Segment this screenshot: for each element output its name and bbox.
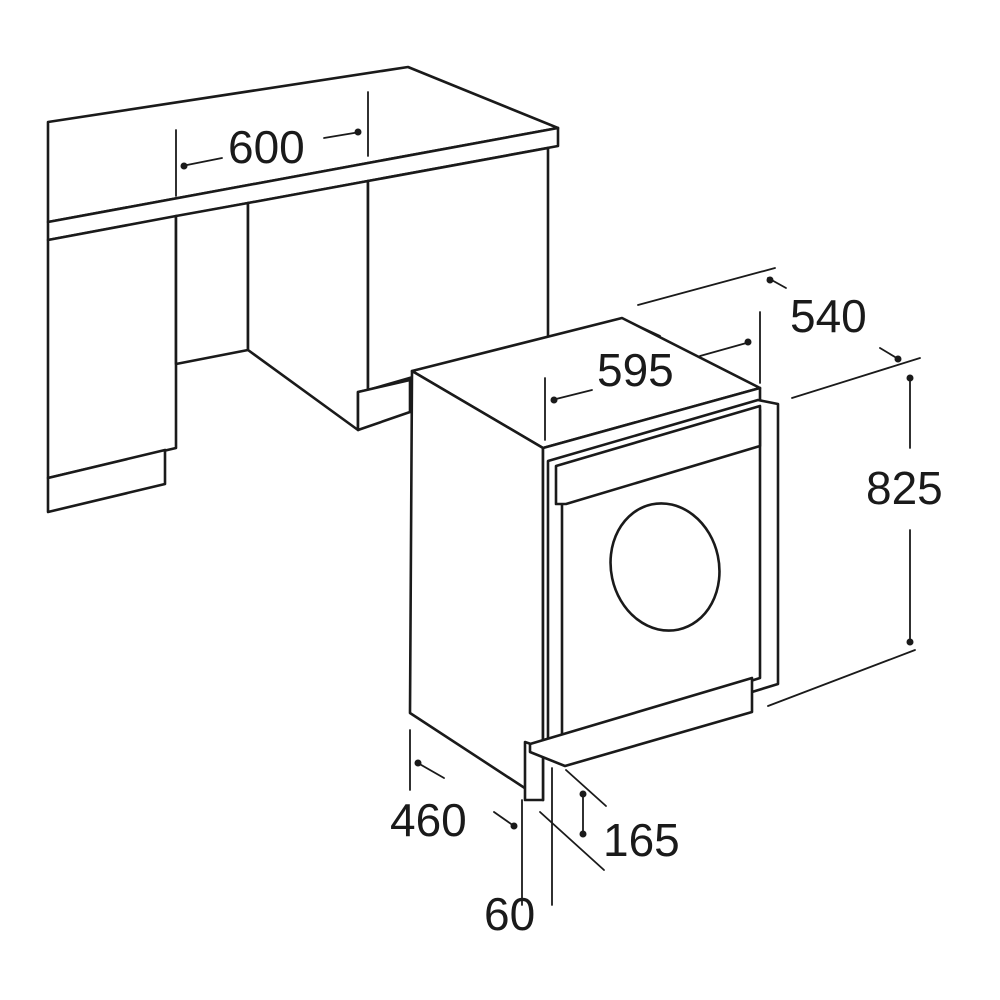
dim-165-ext-top [565,769,607,807]
label-60: 60 [484,888,535,940]
label-165: 165 [603,814,680,866]
dim-540-dot-bottom [894,355,902,363]
dim-460-line-right [493,811,515,827]
dim-165-dot-top [579,790,587,798]
dim-595-dot-left [550,396,558,404]
dim-460-dot-right [510,822,518,830]
label-600: 600 [228,121,305,173]
right-cabinet-plinth [356,378,412,432]
dim-825-dot-bottom [906,638,914,646]
label-595: 595 [597,344,674,396]
label-540: 540 [790,290,867,342]
dim-460-dot-left [414,759,422,767]
dim-595-line-right [699,341,751,357]
dim-595-line-left [551,389,593,401]
right-cabinet-side [246,179,370,432]
dim-540-dot-top [766,276,774,284]
dimension-lines [175,91,921,906]
washing-machine [408,316,780,802]
worktop-front-edge [46,126,560,242]
machine-side [408,369,545,802]
left-cabinet-plinth [46,448,167,514]
dim-540-ext-mid [629,321,661,337]
left-cabinet [46,214,178,480]
dim-825-ext-bottom [767,649,916,707]
dim-825-dot-top [906,374,914,382]
dim-600-dot-right [354,128,362,136]
dimension-labels: 600 595 540 825 460 165 60 [228,121,943,940]
porthole-icon [609,502,721,632]
dim-165-dot-bottom [579,830,587,838]
kickboard [528,676,754,768]
dim-600-line-right [323,131,361,139]
dim-540-ext-front [791,357,921,399]
dim-600-line-left [181,157,223,167]
back-opening [174,201,250,366]
control-strip [554,404,762,506]
dim-595-dot-right [744,338,752,346]
label-460: 460 [390,794,467,846]
dim-600-dot-left [180,162,188,170]
label-825: 825 [866,462,943,514]
dim-540-ext-back [637,267,776,306]
dim-165-ext [539,811,605,871]
